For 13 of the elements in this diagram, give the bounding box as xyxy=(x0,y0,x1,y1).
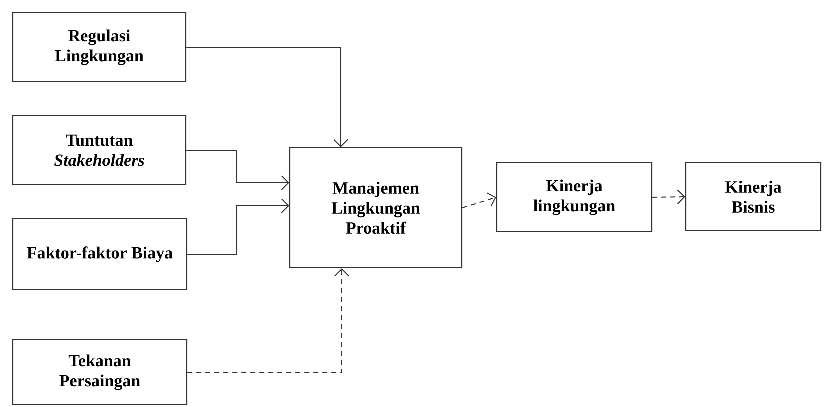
arrow xyxy=(186,47,348,148)
arrow xyxy=(652,190,686,205)
process-box: Manajemen Lingkungan Proaktif xyxy=(289,147,463,269)
process-box: Faktor-faktor Biaya xyxy=(12,218,188,291)
process-box: Regulasi Lingkungan xyxy=(12,12,187,83)
arrow xyxy=(462,192,496,208)
process-box: Kinerja lingkungan xyxy=(496,162,653,233)
arrow xyxy=(187,268,350,373)
arrow xyxy=(187,198,290,255)
process-box: Kinerja Bisnis xyxy=(685,162,822,232)
arrow xyxy=(186,150,290,190)
process-box: Tuntutan Stakeholders xyxy=(12,115,187,186)
process-box: Tekanan Persaingan xyxy=(12,339,188,406)
